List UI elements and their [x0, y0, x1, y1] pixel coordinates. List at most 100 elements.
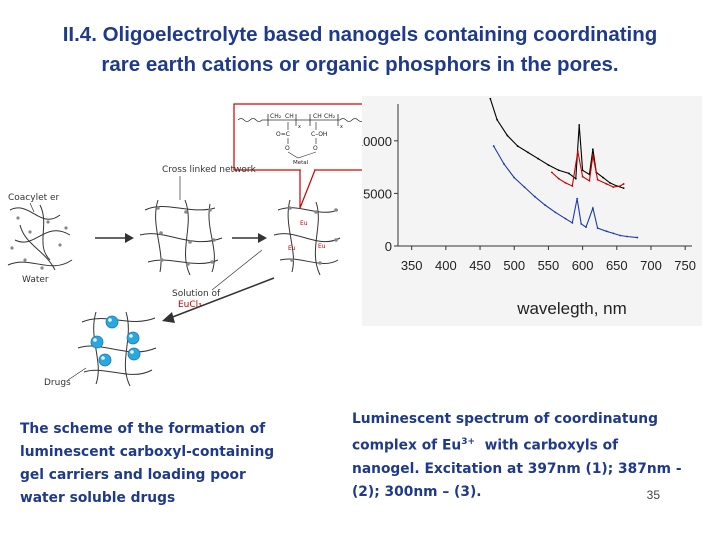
- arrow-step-1: [95, 233, 134, 243]
- spectrum-series-2-point: [619, 185, 622, 187]
- spectrum-series-2-point: [612, 186, 615, 188]
- spectrum-series-3-point: [503, 163, 505, 165]
- slide-title: II.4. Oligoelectrolyte based nanogels co…: [20, 20, 700, 80]
- spectrum-series-1-point: [581, 169, 584, 172]
- y-tick-label: 10000: [362, 134, 392, 149]
- y-tick-label: 5000: [363, 186, 392, 201]
- formula-carbonyl: O=C: [276, 131, 290, 138]
- formula-o-left: O: [285, 145, 290, 152]
- arrow-step-2: [232, 233, 267, 243]
- spectrum-series-1-point: [568, 172, 570, 175]
- spectrum-series-3-point: [554, 211, 557, 214]
- formula-x-left: x: [298, 124, 301, 130]
- eu-network: [273, 199, 341, 276]
- label-salt: EuCl₃: [178, 300, 202, 310]
- spectrum-series-3-point: [596, 227, 599, 230]
- spectrum-series-1-point: [602, 176, 605, 179]
- spectrum-series-3-point: [576, 197, 579, 200]
- spectrum-series-1-point: [496, 118, 499, 121]
- drug-beads: [90, 315, 141, 367]
- drug-loaded-network: [77, 311, 157, 387]
- spectrum-series-1-point: [516, 145, 519, 147]
- label-water: Water: [22, 275, 49, 285]
- spectrum-caption-line-2: complex of Eu3+ with carboxyls of: [352, 431, 720, 458]
- label-crosslinked: Cross linked network: [162, 165, 257, 175]
- drug-bead-highlights: [93, 318, 134, 360]
- slide-number: 35: [646, 488, 660, 502]
- x-tick-label: 750: [674, 258, 696, 273]
- formula-ch-left: CH: [285, 113, 294, 120]
- spectrum-series-3-point: [605, 230, 608, 233]
- x-tick-label: 550: [538, 258, 560, 273]
- spectrum-series-1-point: [609, 181, 611, 184]
- formula-ch-right: CH: [313, 113, 322, 120]
- spectrum-series-3-point: [571, 221, 574, 224]
- spectrum-caption-line-2-post: with carboxyls of: [475, 437, 619, 454]
- spectrum-series-3-point: [580, 223, 583, 225]
- spectrum-series-2-point: [622, 183, 625, 185]
- x-tick-label: 400: [435, 258, 457, 273]
- luminescence-spectrum-chart: 0500010000350400450500550600650700750 wa…: [362, 96, 702, 326]
- label-drugs: Drugs: [44, 378, 71, 388]
- spectrum-caption-line-4: (2); 300nm – (3).: [352, 483, 482, 500]
- chart-axes-group: 0500010000350400450500550600650700750: [362, 104, 696, 273]
- spectrum-series-2-point: [596, 178, 599, 181]
- title-line-2: rare earth cations or organic phosphors …: [101, 53, 619, 76]
- svg-text:Eu: Eu: [288, 245, 296, 252]
- crosslinked-nodes: [156, 206, 216, 266]
- spectrum-series-2-point: [564, 181, 567, 184]
- spectrum-series-3-point: [612, 232, 615, 235]
- spectrum-series-1-point: [574, 177, 577, 180]
- scheme-caption-line-4: water soluble drugs: [20, 490, 176, 506]
- spectrum-series-2-point: [581, 175, 584, 178]
- spectrum-series-1-point: [506, 134, 509, 137]
- chart-x-axis-label: wavelegth, nm: [516, 299, 627, 318]
- spectrum-caption-line-3: nanogel. Excitation at 397nm (1); 387nm …: [352, 460, 682, 477]
- y-tick-label: 0: [385, 239, 392, 254]
- europium-charge: 3+: [461, 437, 476, 447]
- scheme-caption-line-3: gel carriers and loading poor: [20, 467, 246, 483]
- spectrum-series-3-point: [544, 204, 546, 206]
- scheme-caption-line-2: luminescent carboxyl-containing: [20, 444, 275, 460]
- x-tick-label: 350: [401, 258, 423, 273]
- spectrum-series-3-point: [513, 176, 516, 179]
- spectrum-series-1-point: [622, 187, 625, 190]
- spectrum-series-3-point: [523, 186, 526, 188]
- spectrum-series-3-point: [591, 207, 594, 210]
- formula-ch2-left: CH₂: [270, 113, 282, 120]
- x-tick-label: 450: [469, 258, 491, 273]
- x-tick-label: 500: [503, 258, 525, 273]
- formula-callout: CH₂ CH CH CH₂ x x O=C C–OH O O Metal: [233, 103, 367, 209]
- spectrum-series-2-point: [550, 171, 553, 174]
- svg-text:Eu: Eu: [318, 243, 326, 250]
- formula-x-right: x: [340, 124, 343, 130]
- spectrum-series-3-point: [585, 226, 587, 228]
- spectrum-series-2-point: [571, 185, 574, 187]
- spectrum-series-1-point: [557, 169, 560, 172]
- spectrum-series-3-point: [492, 145, 495, 147]
- spectrum-caption-line-1: Luminescent spectrum of coordinatung: [352, 411, 658, 427]
- title-line-1: II.4. Oligoelectrolyte based nanogels co…: [62, 23, 658, 46]
- loose-chain-dots: [10, 216, 68, 270]
- spectrum-series-1-point: [578, 124, 581, 126]
- formula-metal: Metal: [293, 160, 309, 166]
- eu-network-nodes: [288, 206, 338, 265]
- spectrum-series-2-point: [605, 183, 608, 185]
- spectrum-series-2-point: [591, 154, 594, 157]
- spectrum-series-1-point: [537, 157, 540, 160]
- label-solution: Solution of: [172, 289, 221, 299]
- label-coacervate: Coacylet er: [8, 193, 60, 203]
- spectrum-series-3-point: [626, 235, 628, 238]
- spectrum-series-1-point: [489, 97, 492, 100]
- spectrum-series-1-point: [527, 151, 529, 154]
- x-tick-label: 600: [572, 258, 594, 273]
- scheme-caption: The scheme of the formation of luminesce…: [20, 418, 320, 510]
- formula-ch2-right: CH₂: [324, 113, 336, 120]
- spectrum-caption-line-2-pre: complex of Eu: [352, 437, 462, 454]
- chart-series-group: [489, 97, 639, 239]
- formula-carboxyl: C–OH: [311, 131, 327, 138]
- spectrum-series-2-point: [576, 150, 579, 153]
- spectrum-series-1-point: [591, 148, 594, 151]
- spectrum-series-3-point: [564, 217, 567, 220]
